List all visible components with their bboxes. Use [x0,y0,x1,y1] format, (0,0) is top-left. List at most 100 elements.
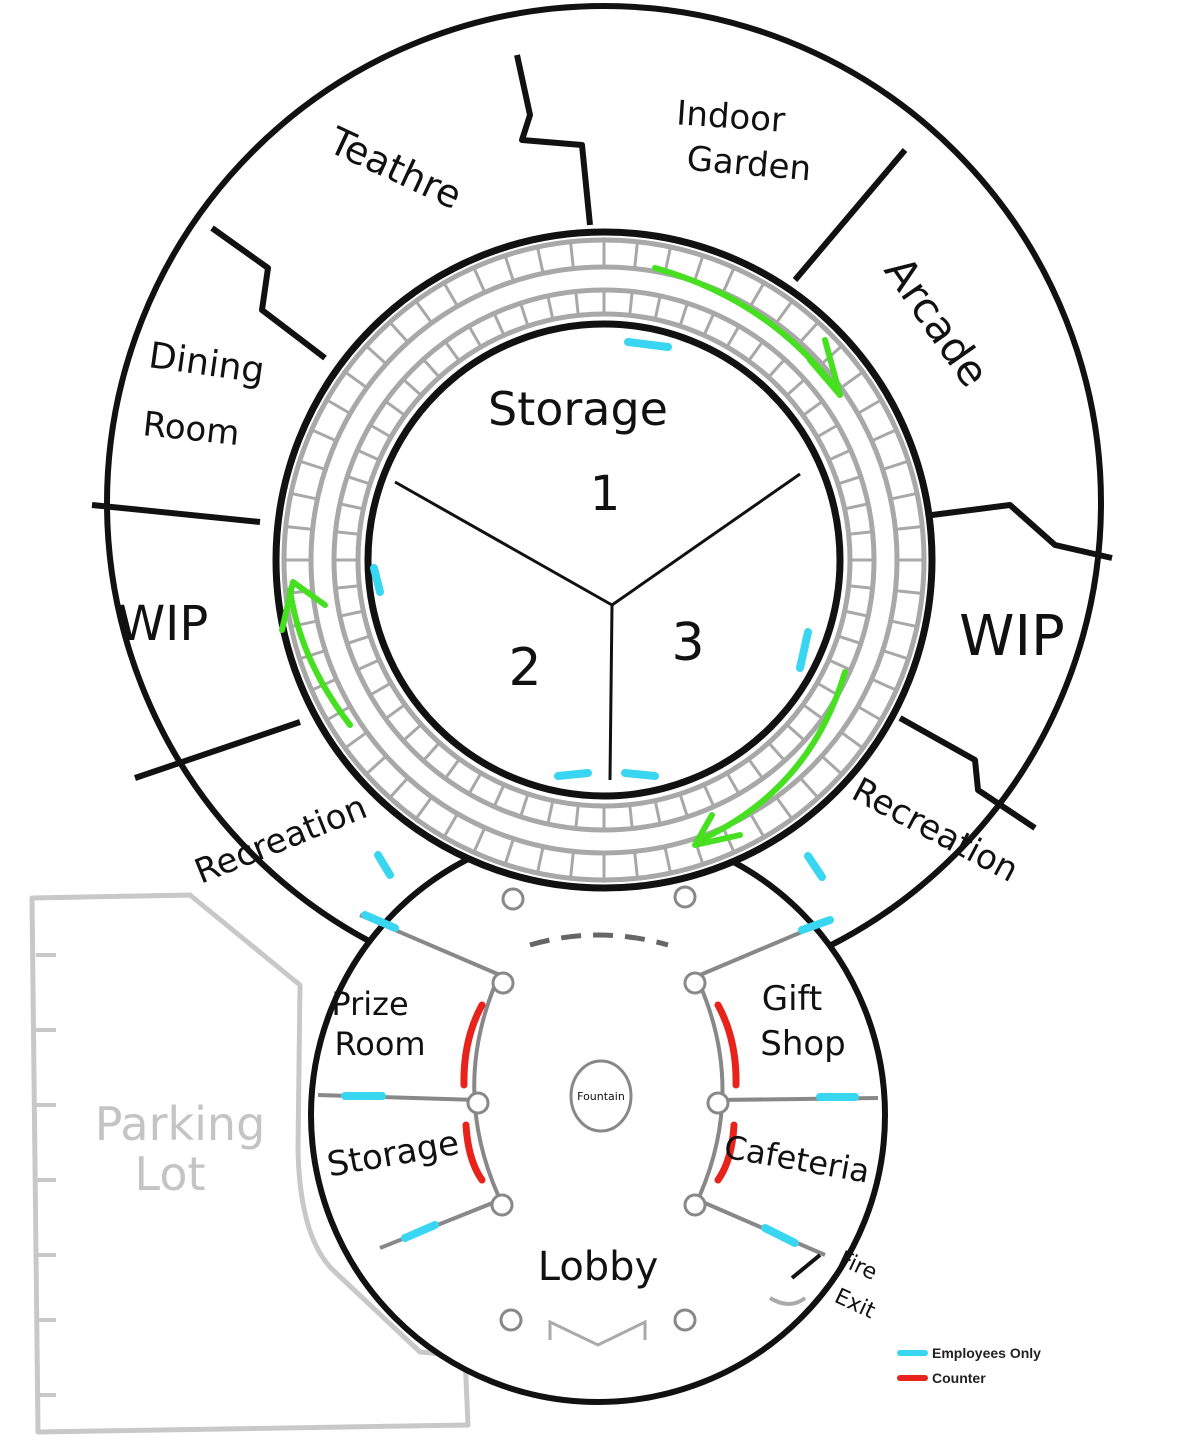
track-tick-marks [284,240,924,880]
track-tick [816,423,839,439]
track-tick [848,530,873,536]
employees-only-doors [341,338,859,1247]
track-tick [749,812,766,838]
track-tick [365,344,388,366]
storage-2-label: 2 [508,638,541,698]
track-tick [384,400,406,417]
track-tick [775,796,794,820]
track-tick [365,754,388,776]
track-tick [828,448,852,462]
track-tick [536,246,545,274]
arrow-left-icon [287,587,353,728]
employees-only-door [621,769,659,780]
track-tick [356,448,380,462]
track-tick [574,804,580,829]
track-tick [653,295,662,320]
track-tick [344,370,368,389]
parking-lot-label-1: Parking [95,1097,266,1151]
track-tick [569,851,575,879]
legend-item-employees-only: Employees Only [897,1345,1041,1361]
track-tick [702,784,716,808]
track-tick [882,649,909,661]
indoor-garden-label-1: Indoor [675,93,786,140]
track-tick [472,827,487,853]
arrow-left-head-icon [279,579,328,633]
legend-label-employees-only: Employees Only [932,1345,1041,1361]
track-tick [285,525,313,531]
arrow-bottom-right-icon [697,669,848,843]
track-tick [422,358,441,379]
track-tick [388,321,410,344]
track-tick [721,267,736,293]
track-tick [895,589,923,595]
employees-only-door [798,916,834,934]
track-tick [678,793,689,818]
fountain-label: Fountain [577,1090,625,1103]
employees-only-door [796,628,812,672]
track-tick [472,267,487,293]
track-tick [785,723,806,742]
track-tick [840,731,864,750]
track-tick [492,312,506,336]
outer-ring-walls [91,54,1113,831]
employees-only-door [370,564,384,596]
fire-exit-label-2: Exit [831,1284,880,1324]
arrow-top-right-head-icon [807,337,843,398]
pillars [466,885,730,1332]
track-tick [837,475,862,486]
track-tick [369,681,392,697]
track-tick [326,398,352,415]
lobby-label: Lobby [538,1244,659,1290]
storage-1-label: 1 [590,466,621,522]
track-tick [653,800,662,825]
employees-only-door [804,852,826,881]
employees-only-door [361,911,399,932]
track-tick [848,584,873,590]
track-tick [633,851,639,879]
counter-gift-shop [714,1001,740,1089]
track-tick [422,741,441,762]
track-tick [767,358,786,379]
track-tick [725,325,741,348]
track-tick [384,703,406,720]
track-tick [402,723,423,742]
track-tick [311,428,337,443]
gift-shop-label-2: Shop [760,1024,846,1064]
track-tick [702,312,716,336]
track-tick [442,282,459,308]
legend: Employees Only Counter [897,1345,1041,1386]
track-tick [356,658,380,672]
track-tick [628,804,634,829]
gift-shop-label-1: Gift [762,979,823,1019]
track-tick [536,846,545,874]
track-tick [335,584,360,590]
counter-storage [462,1121,486,1184]
track-tick [856,705,882,722]
legend-label-counter: Counter [932,1370,986,1386]
track-tick [678,302,689,327]
track-tick [844,609,869,618]
prize-room-label-1: Prize [331,985,408,1023]
track-tick [820,754,843,776]
track-tick [856,398,882,415]
track-tick [467,772,483,795]
wip-left-label: WIP [118,596,209,652]
employees-only-door [401,1221,439,1242]
track-tick [402,378,423,397]
track-tick [693,255,705,282]
track-tick [882,459,909,471]
fire-exit-door [768,1253,822,1306]
track-tick [747,758,764,780]
counters [460,1001,740,1184]
track-tick [798,321,820,344]
storage-3-label: 3 [671,613,704,673]
track-tick [388,776,410,799]
track-tick [749,282,766,308]
track-tick [798,776,820,799]
track-tick [467,325,483,348]
employees-only-door [554,769,592,780]
parking-lot-label-2: Lot [135,1147,206,1201]
employees-only-door [761,1224,799,1247]
track-tick [871,677,897,692]
